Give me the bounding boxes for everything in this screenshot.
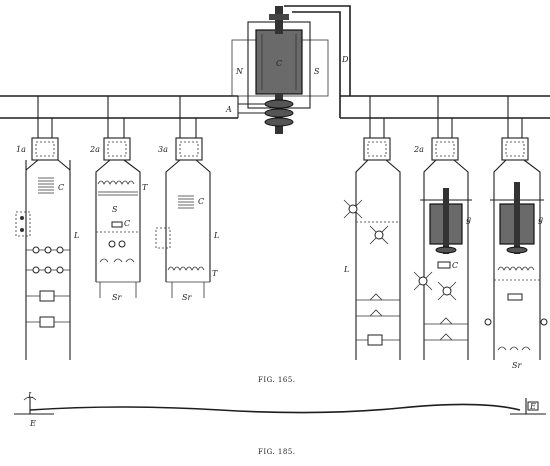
switch-label: 1a — [16, 145, 26, 154]
sub-label: Sr — [512, 361, 522, 370]
sub-label: Sr — [182, 293, 192, 302]
switch-box — [431, 137, 459, 161]
main-bus-left — [0, 95, 238, 119]
right-unit-1: L — [343, 96, 401, 360]
switch-box — [501, 137, 529, 161]
coil-label: C — [124, 219, 130, 228]
label-bottom-left-bot: E — [29, 419, 36, 428]
dynamo: C N S D A — [225, 5, 351, 134]
line-label: L — [343, 265, 349, 274]
label-brush-a: A — [225, 105, 232, 114]
secondary-label: S — [112, 205, 118, 214]
caption-bottom: FIG. 185. — [258, 448, 296, 456]
label-commutator: C — [276, 59, 282, 68]
coil-label: C — [198, 197, 204, 206]
switch-box — [31, 137, 59, 161]
coil-label: C — [58, 183, 64, 192]
motor-label: g — [538, 215, 543, 224]
switch-label: 2a — [413, 145, 424, 154]
main-bus-right — [340, 95, 550, 119]
left-unit-2: 2a T S C Sr — [89, 96, 148, 302]
label-lead-d: D — [341, 55, 349, 64]
left-unit-3: 3a C L T Sr — [155, 96, 219, 302]
dynamo-armature — [255, 29, 303, 95]
line-label: L — [213, 231, 219, 240]
caption-top: FIG. 165. — [258, 376, 296, 384]
motor-label: g — [466, 215, 471, 224]
line-label: L — [73, 231, 79, 240]
transformer-label: T — [212, 269, 218, 278]
label-bottom-left-top: L — [27, 391, 33, 400]
bottom-line-figure: L E E — [14, 391, 546, 428]
switch-label: 2a — [89, 145, 100, 154]
right-unit-2: 2a g C — [413, 96, 472, 360]
label-field-s: S — [314, 67, 320, 76]
switch-box — [363, 137, 391, 161]
sub-label: Sr — [112, 293, 122, 302]
switch-box — [175, 137, 203, 161]
left-unit-1: 1a C L — [15, 96, 79, 360]
coil-label: C — [452, 261, 458, 270]
right-unit-3: g Sr — [484, 96, 548, 370]
switch-label: 3a — [158, 145, 168, 154]
switch-box — [103, 137, 131, 161]
label-bottom-right: E — [529, 402, 536, 411]
label-field-n: N — [235, 67, 244, 76]
transformer-label: T — [142, 183, 148, 192]
